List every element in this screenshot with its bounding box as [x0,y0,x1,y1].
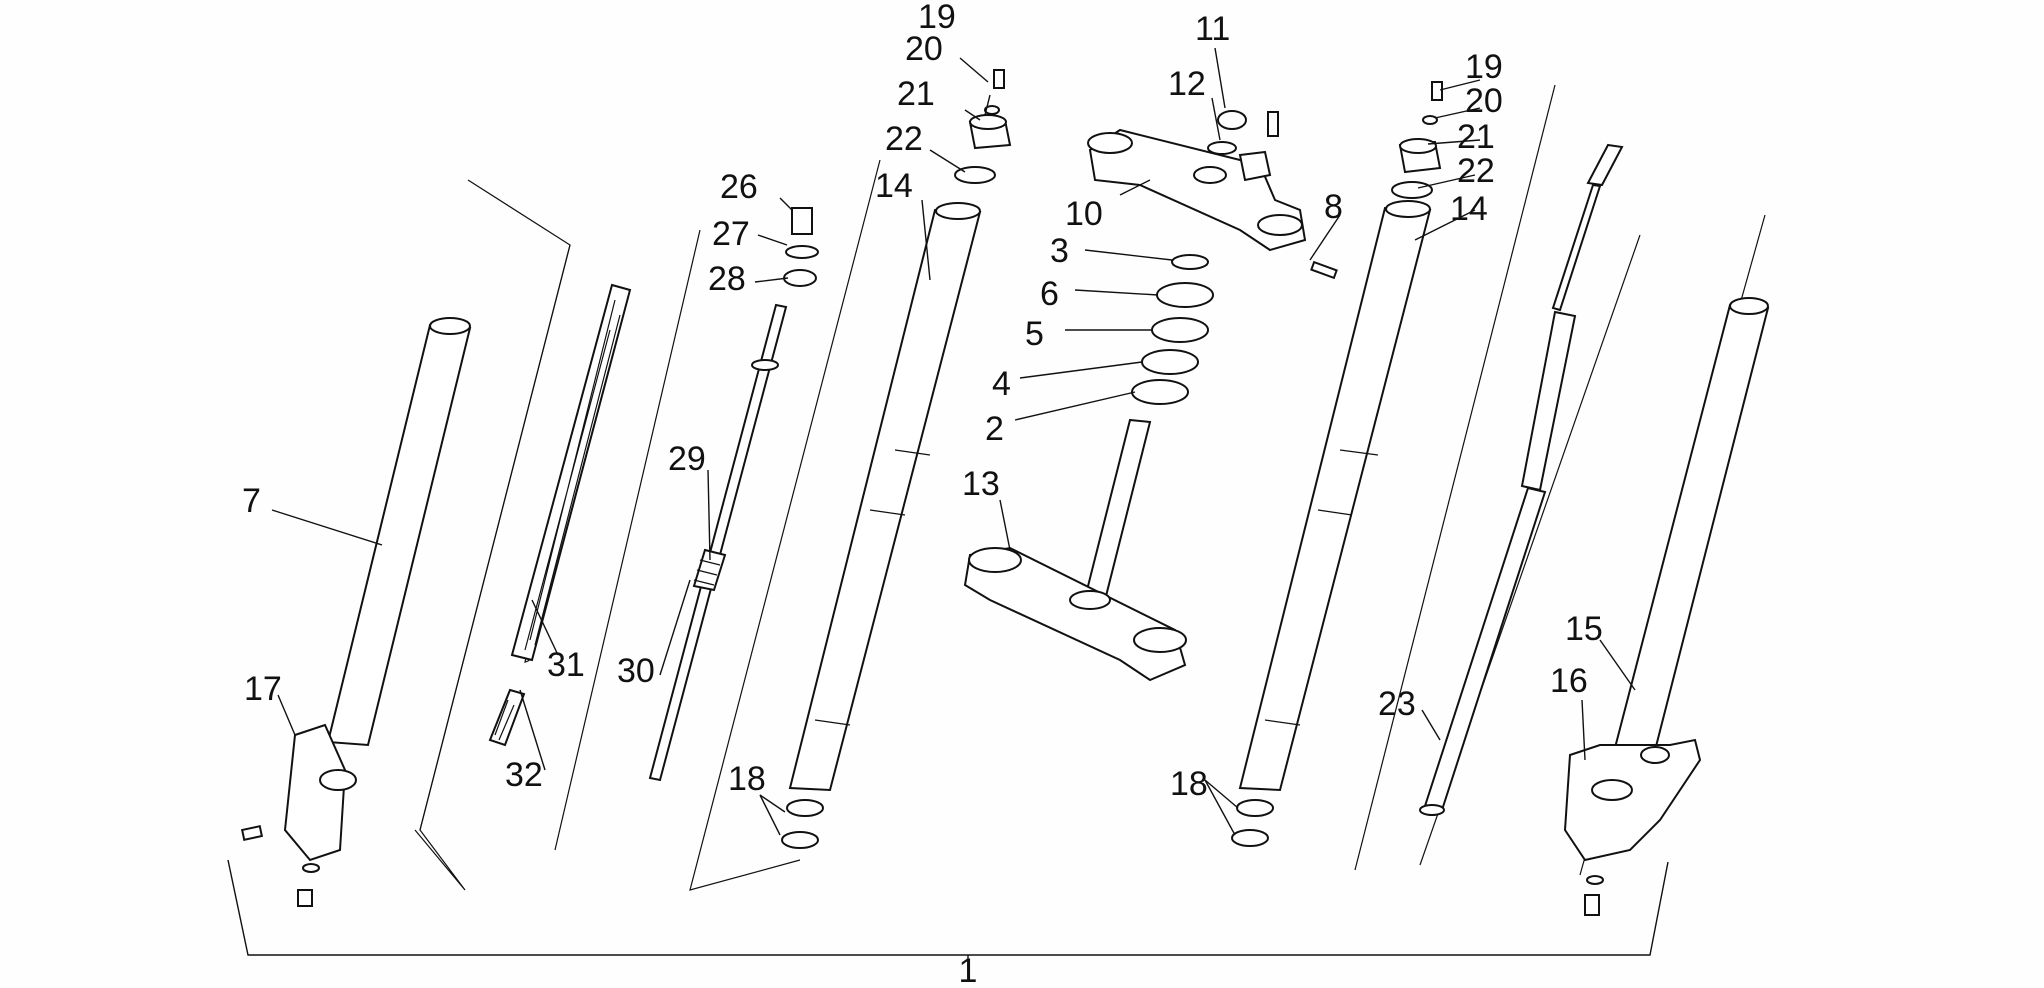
callout-30: 30 [617,652,655,690]
callout-28: 28 [708,260,746,298]
callout-11: 11 [1195,10,1230,48]
rebound-spring [692,548,727,592]
callout-12: 12 [1168,65,1206,103]
callout-labels: 1 7 17 32 31 30 29 26 27 28 18 14 19 20 … [242,0,1603,988]
small-spring [488,688,526,747]
lower-triple-clamp [963,418,1187,682]
damper-rod [648,303,788,782]
main-spring [510,283,632,663]
callout-1: 1 [959,952,978,983]
leader-lines [271,47,1636,836]
callout-18-right: 18 [1170,765,1208,803]
left-cap-parts [954,69,1012,184]
callout-23: 23 [1378,685,1416,723]
callout-17: 17 [244,670,282,708]
callout-7: 7 [242,482,261,520]
callout-19-left: 19 [918,0,956,36]
callout-3: 3 [1050,232,1069,270]
callout-13: 13 [962,465,1000,503]
right-cartridge [1419,143,1624,816]
left-outer-tube [326,317,472,747]
callout-31: 31 [547,646,585,684]
callout-22-right: 22 [1457,152,1495,190]
callout-19-right: 19 [1465,48,1503,86]
right-seals [1231,799,1274,847]
callout-20-right: 20 [1465,82,1503,120]
left-inner-tube [788,202,982,792]
callout-6: 6 [1040,275,1059,313]
right-inner-tube [1238,200,1432,792]
steering-bearings [1131,254,1214,405]
callout-27: 27 [712,215,750,253]
right-outer-tube [1608,297,1770,772]
right-cap-parts [1391,81,1443,199]
callout-26: 26 [720,168,758,206]
callout-2: 2 [985,410,1004,448]
assembly-bracket [227,859,1669,975]
callout-14-right: 14 [1450,190,1488,228]
callout-22-left: 22 [885,120,923,158]
upper-triple-clamp [1087,128,1338,280]
callout-10: 10 [1065,195,1103,233]
callout-5: 5 [1025,315,1044,353]
callout-18-left: 18 [728,760,766,798]
right-fork-foot [1563,738,1702,916]
steering-nut-parts [1207,110,1279,155]
callout-8: 8 [1324,188,1343,226]
callout-4: 4 [992,365,1011,403]
callout-15: 15 [1565,610,1603,648]
callout-16: 16 [1550,662,1588,700]
left-seals [781,799,824,849]
callout-21-right: 21 [1457,118,1495,156]
callout-32: 32 [505,756,543,794]
callout-29: 29 [668,440,706,478]
guide-frames [414,84,1766,891]
cartridge-top [783,207,819,287]
callout-14-left: 14 [875,167,913,205]
left-fork-foot [240,723,357,907]
callout-20-left: 20 [905,30,943,68]
callout-21-left: 21 [897,75,935,113]
